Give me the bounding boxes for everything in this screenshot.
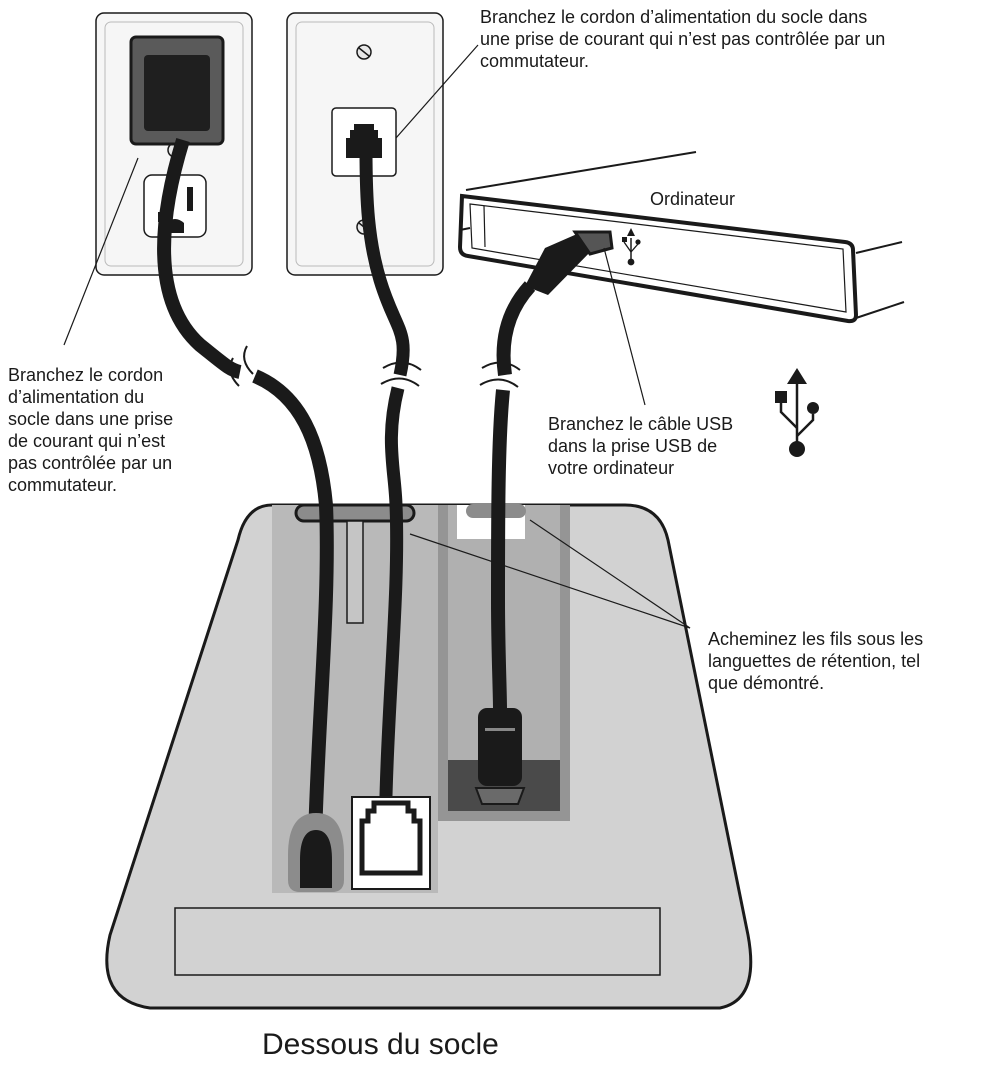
computer-label: Ordinateur [650, 189, 736, 209]
usb-icon [622, 228, 641, 266]
route-wires-instruction: Acheminez les fils sous les languettes d… [708, 629, 924, 693]
phone-cord [351, 149, 431, 890]
base-underside-title: Dessous du socle [262, 1028, 499, 1061]
leader-lines [63, 44, 691, 629]
usb-instruction: Branchez le câble USB dans la prise USB … [548, 414, 734, 478]
screw-icon [356, 44, 372, 60]
usb-cable [474, 230, 614, 805]
base-label-recess [174, 907, 661, 976]
base-underside [105, 503, 753, 1010]
power-cord-instruction: Branchez le cordon d’alimentation du soc… [8, 365, 174, 495]
wall-outlet-instruction: Branchez le cordon d’alimentation du soc… [480, 7, 886, 71]
computer [457, 151, 905, 324]
power-cord [129, 35, 344, 892]
phone-jack-plate [286, 12, 444, 276]
usb-icon [775, 368, 819, 457]
phone-jack-icon [351, 796, 431, 890]
phone-jack-icon [331, 107, 397, 177]
